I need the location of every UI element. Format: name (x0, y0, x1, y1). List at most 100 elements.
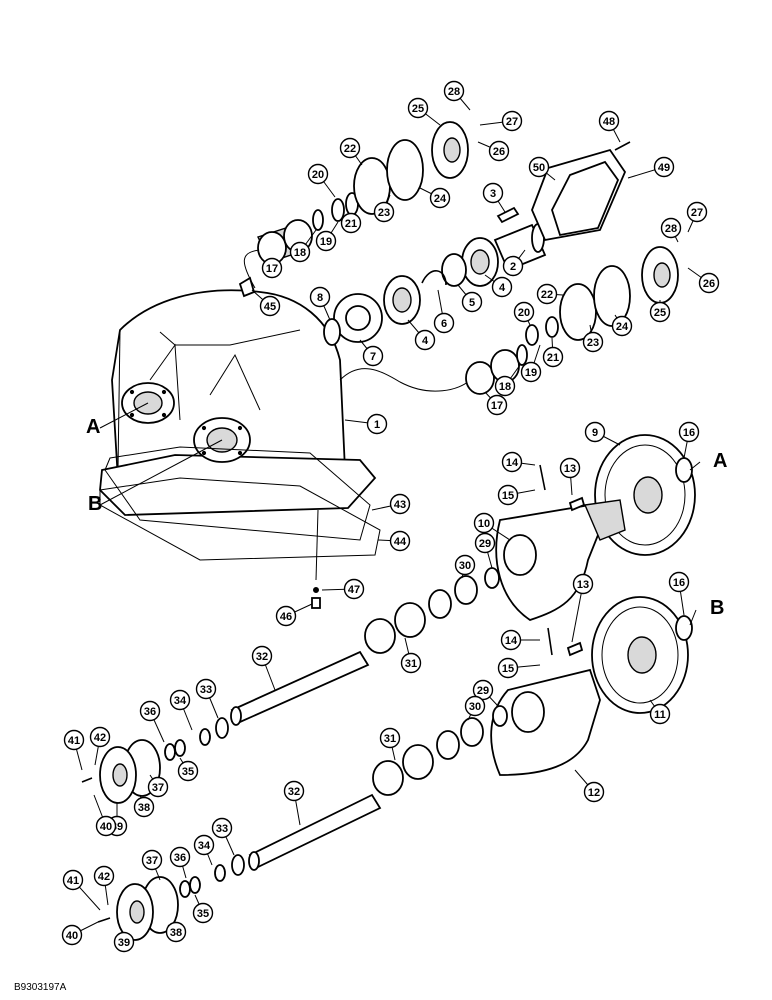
callout-circle (474, 532, 496, 554)
callout-26: 26 (698, 272, 720, 294)
callout-circle (536, 283, 558, 305)
callout-28: 28 (443, 80, 465, 102)
callout-9: 9 (584, 421, 606, 443)
callout-label: 26 (703, 278, 715, 290)
callout-label: 14 (506, 457, 519, 469)
callout-circle (289, 241, 311, 263)
callout-12: 12 (583, 781, 605, 803)
callout-circle (582, 331, 604, 353)
upper-shaft-assembly (257, 121, 547, 346)
callout-27: 27 (686, 201, 708, 223)
callout-label: 1 (374, 419, 380, 431)
callout-38: 38 (165, 921, 187, 943)
callout-42: 42 (93, 865, 115, 887)
callout-41: 41 (62, 869, 84, 891)
callout-35: 35 (177, 760, 199, 782)
callout-48: 48 (598, 110, 620, 132)
callout-label: 29 (477, 685, 489, 697)
callout-circle (389, 493, 411, 515)
callout-4: 4 (491, 276, 513, 298)
callout-15: 15 (497, 657, 519, 679)
callout-19: 19 (315, 230, 337, 252)
section-marker-b: B (710, 597, 724, 619)
callout-circle (559, 457, 581, 479)
callout-36: 36 (169, 846, 191, 868)
callout-label: 42 (98, 871, 110, 883)
callout-31: 31 (400, 652, 422, 674)
callout-label: 20 (312, 169, 324, 181)
callout-label: 17 (491, 400, 503, 412)
callout-8: 8 (309, 286, 331, 308)
callout-circle (195, 678, 217, 700)
section-marker-a: A (86, 416, 100, 438)
callout-label: 29 (479, 538, 491, 550)
callout-14: 14 (500, 629, 522, 651)
callout-label: 27 (506, 116, 518, 128)
callout-20: 20 (513, 301, 535, 323)
callout-circle (315, 230, 337, 252)
callout-label: 35 (182, 766, 194, 778)
callout-circle (407, 97, 429, 119)
callout-label: 34 (198, 840, 211, 852)
callout-circle (340, 212, 362, 234)
callout-circle (373, 201, 395, 223)
leader-line (243, 249, 261, 289)
callout-39: 39 (113, 931, 135, 953)
callout-17: 17 (261, 257, 283, 279)
callout-label: 37 (152, 782, 164, 794)
callout-46: 46 (275, 605, 297, 627)
callout-circle (414, 329, 436, 351)
callout-circle (362, 345, 384, 367)
callout-22: 22 (536, 283, 558, 305)
leader-line (339, 368, 471, 392)
callout-circle (502, 255, 524, 277)
callout-label: 40 (100, 821, 112, 833)
callout-label: 16 (673, 577, 685, 589)
callout-29: 29 (472, 679, 494, 701)
callout-32: 32 (251, 645, 273, 667)
callout-16: 16 (678, 421, 700, 443)
reference-code: B9303197A (14, 982, 67, 993)
callout-7: 7 (362, 345, 384, 367)
callout-circle (93, 865, 115, 887)
callout-5: 5 (461, 291, 483, 313)
gaskets (99, 446, 381, 561)
callout-label: 33 (200, 684, 212, 696)
callout-label: 2 (510, 261, 516, 273)
callout-label: 43 (394, 499, 406, 511)
callout-label: 34 (174, 695, 187, 707)
gearbox-housing (99, 276, 377, 516)
callout-label: 13 (564, 463, 576, 475)
callout-circle (177, 760, 199, 782)
callout-label: 16 (683, 427, 695, 439)
callout-label: 37 (146, 855, 158, 867)
callout-3: 3 (482, 182, 504, 204)
callout-label: 4 (422, 335, 429, 347)
callout-label: 22 (344, 143, 356, 155)
callout-31: 31 (379, 727, 401, 749)
callout-circle (520, 361, 542, 383)
callout-circle (133, 796, 155, 818)
callout-label: 25 (654, 307, 666, 319)
callout-20: 20 (307, 163, 329, 185)
callout-label: 47 (348, 584, 360, 596)
callout-25: 25 (649, 301, 671, 323)
callout-label: 20 (518, 307, 530, 319)
callout-circle (660, 217, 682, 239)
callout-label: 49 (658, 162, 670, 174)
callout-label: 18 (294, 247, 306, 259)
callout-label: 18 (499, 381, 511, 393)
callout-label: 39 (118, 937, 130, 949)
callout-32: 32 (283, 780, 305, 802)
callout-label: 17 (266, 263, 278, 275)
callout-circle (649, 703, 671, 725)
callout-38: 38 (133, 796, 155, 818)
callout-label: 15 (502, 663, 514, 675)
callout-circle (500, 629, 522, 651)
callout-label: 22 (541, 289, 553, 301)
callout-6: 6 (433, 312, 455, 334)
callout-34: 34 (193, 834, 215, 856)
callout-30: 30 (464, 695, 486, 717)
callout-circle (584, 421, 606, 443)
